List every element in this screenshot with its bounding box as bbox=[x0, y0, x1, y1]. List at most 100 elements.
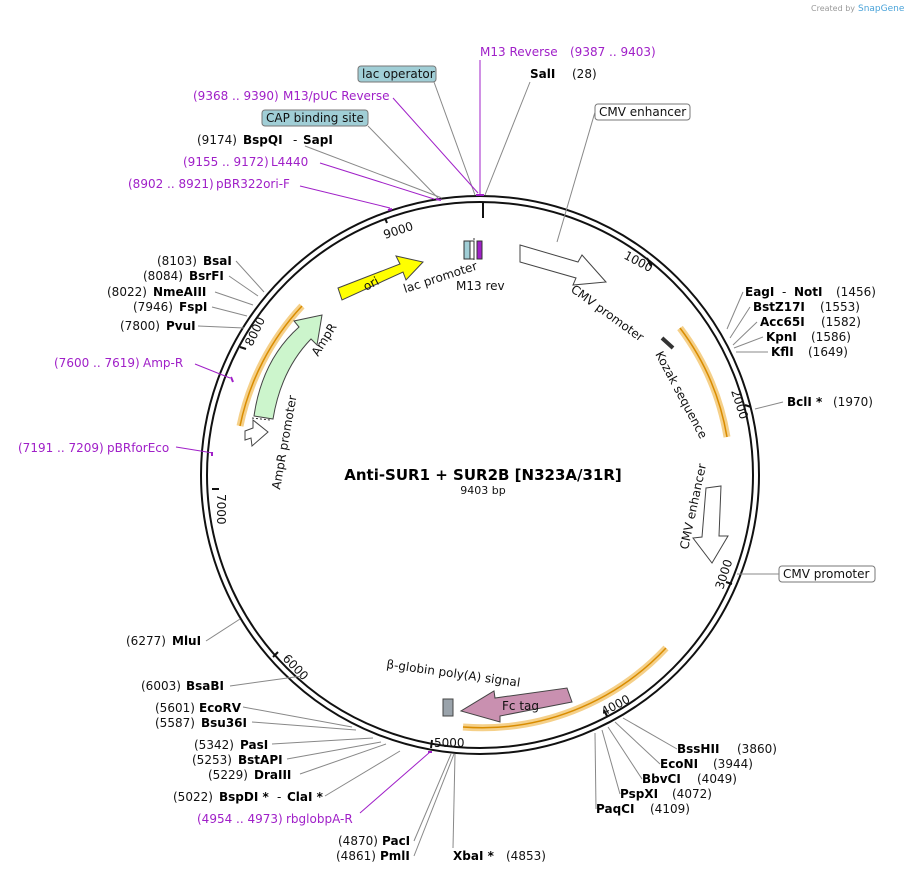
site-bsu36i-name: Bsu36I bbox=[201, 716, 247, 730]
m13-rev-label: M13 rev bbox=[456, 279, 505, 293]
primer-m13-reverse-pos: (9387 .. 9403) bbox=[570, 45, 656, 59]
cmv-enhancer-box[interactable]: CMV enhancer bbox=[594, 103, 691, 121]
site-nmeaiii-pos: (8022) bbox=[107, 285, 147, 299]
site-sapi-name: SapI bbox=[303, 133, 333, 147]
site-pmli-pos: (4861) bbox=[336, 849, 376, 863]
tick-3000: 3000 bbox=[713, 558, 736, 591]
primer-leaders bbox=[175, 60, 481, 814]
site-bsabi-pos: (6003) bbox=[141, 679, 181, 693]
cmv-enhancer-arrow[interactable] bbox=[692, 485, 729, 564]
site-fspi-name: FspI bbox=[179, 300, 207, 314]
site-econi-pos: (3944) bbox=[713, 757, 753, 771]
site-bcli-pos: (1970) bbox=[833, 395, 873, 409]
site-bbvci-name: BbvCI bbox=[642, 772, 681, 786]
site-bsai-name: BsaI bbox=[203, 254, 232, 268]
primer-rbglob-pos: (4954 .. 4973) bbox=[197, 812, 283, 826]
leader-lines bbox=[197, 81, 784, 857]
ampr-promoter-dash bbox=[251, 417, 271, 421]
site-ecorv-name: EcoRV bbox=[199, 701, 242, 715]
svg-text:CAP binding site: CAP binding site bbox=[266, 111, 364, 125]
fc-tag-label: Fc tag bbox=[502, 699, 539, 713]
ori-arrow[interactable] bbox=[337, 255, 424, 301]
site-acc65i-name: Acc65I bbox=[760, 315, 805, 329]
site-noti-pos: (1456) bbox=[836, 285, 876, 299]
site-bsabi-name: BsaBI bbox=[186, 679, 224, 693]
primer-pbrforeco-pos: (7191 .. 7209) bbox=[18, 441, 104, 455]
site-nmeaiii-name: NmeAIII bbox=[153, 285, 206, 299]
site-pspxi-pos: (4072) bbox=[672, 787, 712, 801]
site-eagi-sep: - bbox=[782, 285, 786, 299]
site-clai-name: ClaI * bbox=[287, 790, 324, 804]
primer-ampr-pos: (7600 .. 7619) bbox=[54, 356, 140, 370]
credit-text: Created by bbox=[811, 4, 855, 13]
site-noti-name: NotI bbox=[794, 285, 823, 299]
snapgene-logo: SnapGene bbox=[858, 4, 905, 14]
cmv-promoter-arrow[interactable] bbox=[519, 244, 608, 286]
primer-l4440-pos: (9155 .. 9172) bbox=[183, 155, 269, 169]
lac-operator-box[interactable]: lac operator bbox=[357, 65, 437, 83]
site-fspi-pos: (7946) bbox=[133, 300, 173, 314]
primer-l4440-name: L4440 bbox=[271, 155, 308, 169]
site-sali-pos: (28) bbox=[572, 67, 597, 81]
site-paqci-pos: (4109) bbox=[650, 802, 690, 816]
site-kfli-name: KflI bbox=[771, 345, 794, 359]
site-pvui-name: PvuI bbox=[166, 319, 196, 333]
site-bsu36i-pos: (5587) bbox=[155, 716, 195, 730]
backbone-outer bbox=[206, 201, 754, 749]
site-paci-pos: (4870) bbox=[338, 834, 378, 848]
site-bstapi-name: BstAPI bbox=[238, 753, 283, 767]
site-bspqi-pos: (9174) bbox=[197, 133, 237, 147]
site-bsrfi-name: BsrFI bbox=[189, 269, 224, 283]
site-kpni-name: KpnI bbox=[766, 330, 797, 344]
cmv-promoter-box[interactable]: CMV promoter bbox=[778, 565, 876, 583]
fc-tag-arrow[interactable] bbox=[459, 687, 573, 723]
plasmid-name: Anti-SUR1 + SUR2B [N323A/31R] bbox=[344, 466, 622, 484]
plasmid-length: 9403 bp bbox=[460, 484, 505, 497]
svg-text:lac operator: lac operator bbox=[362, 67, 435, 81]
site-econi-name: EcoNI bbox=[660, 757, 698, 771]
site-bstz17i-pos: (1553) bbox=[820, 300, 860, 314]
primer-m13-reverse-name: M13 Reverse bbox=[480, 45, 558, 59]
site-paqci-name: PaqCI bbox=[596, 802, 634, 816]
site-mlui-pos: (6277) bbox=[126, 634, 166, 648]
ampr-promoter-arrow[interactable] bbox=[244, 418, 269, 447]
site-draiii-name: DraIII bbox=[254, 768, 291, 782]
site-bsshii-name: BssHII bbox=[677, 742, 719, 756]
site-bspdi-sep: - bbox=[277, 790, 281, 804]
svg-text:CMV enhancer: CMV enhancer bbox=[599, 105, 686, 119]
site-bspqi-name: BspQI bbox=[243, 133, 283, 147]
site-bsrfi-pos: (8084) bbox=[143, 269, 183, 283]
kozak-mark bbox=[660, 336, 675, 350]
ampr-arrow[interactable] bbox=[253, 314, 323, 420]
site-bsai-pos: (8103) bbox=[157, 254, 197, 268]
cap-binding-site-box[interactable]: CAP binding site bbox=[261, 109, 369, 127]
orf-highlights bbox=[236, 303, 731, 732]
site-xbai-pos: (4853) bbox=[506, 849, 546, 863]
site-xbai-name: XbaI * bbox=[453, 849, 495, 863]
bglobin-polya-box[interactable] bbox=[442, 698, 454, 717]
ori-label: ori bbox=[361, 274, 381, 294]
site-pasi-name: PasI bbox=[240, 738, 268, 752]
tick-8000: 8000 bbox=[242, 315, 268, 349]
primer-pbr322-name: pBR322ori-F bbox=[216, 177, 290, 191]
site-sali-name: SalI bbox=[530, 67, 555, 81]
svg-text:CMV promoter: CMV promoter bbox=[783, 567, 870, 581]
primer-m13puc-pos: (9368 .. 9390) bbox=[193, 89, 279, 103]
primer-rbglob-name: rbglobpA-R bbox=[286, 812, 353, 826]
site-pvui-pos: (7800) bbox=[120, 319, 160, 333]
site-bcli-name: BclI * bbox=[787, 395, 823, 409]
site-kpni-pos: (1586) bbox=[811, 330, 851, 344]
primer-pbr322-pos: (8902 .. 8921) bbox=[128, 177, 214, 191]
site-bstz17i-name: BstZ17I bbox=[753, 300, 805, 314]
site-ecorv-pos: (5601) bbox=[155, 701, 195, 715]
site-paci-name: PacI bbox=[382, 834, 410, 848]
tick-7000: 7000 bbox=[214, 494, 228, 525]
site-bsshii-pos: (3860) bbox=[737, 742, 777, 756]
site-acc65i-pos: (1582) bbox=[821, 315, 861, 329]
site-bspdi-name: BspDI * bbox=[219, 790, 269, 804]
site-bspdi-pos: (5022) bbox=[173, 790, 213, 804]
site-bspqi-sep: - bbox=[293, 133, 297, 147]
site-pmli-name: PmlI bbox=[380, 849, 410, 863]
lac-region-features bbox=[463, 238, 483, 262]
